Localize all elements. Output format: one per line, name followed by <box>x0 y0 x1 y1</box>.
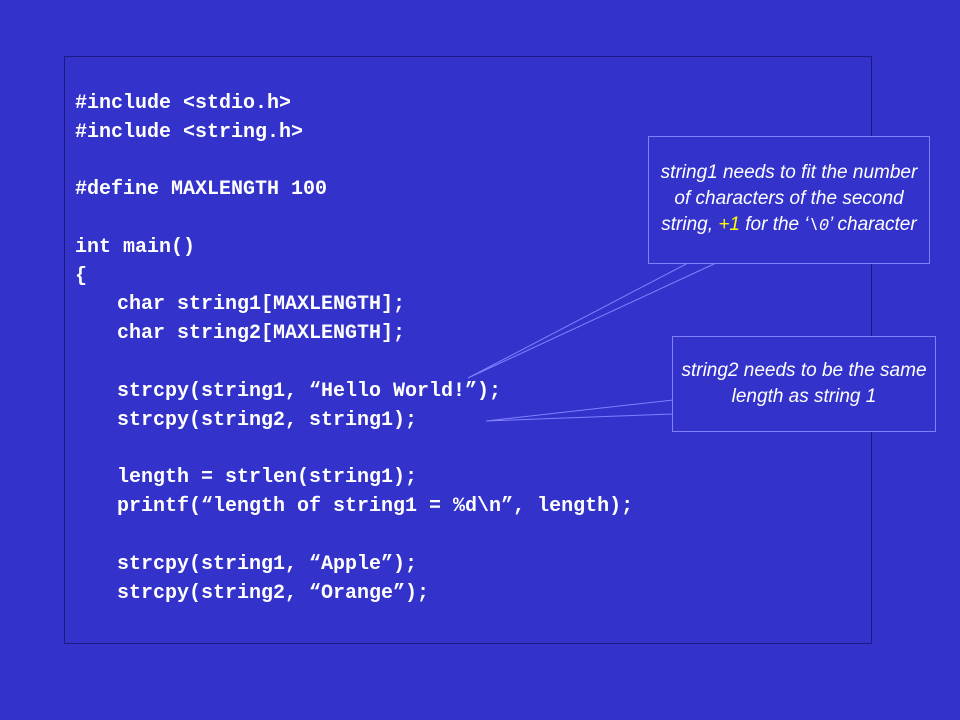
code-line-declare-string1: char string1[MAXLENGTH]; <box>117 293 406 316</box>
callout-2-pointer <box>485 399 674 422</box>
code-line-strlen: length = strlen(string1); <box>117 466 418 489</box>
callout-1-text-after: ’ character <box>829 214 917 235</box>
callout-1-escape: \0 <box>808 217 830 236</box>
code-line-strcpy-string2: strcpy(string2, string1); <box>117 409 418 432</box>
code-line-main: int main() <box>75 236 196 259</box>
callout-1-text-before: string1 needs to fit the number of chara… <box>660 162 918 235</box>
code-line-strcpy-orange: strcpy(string2, “Orange”); <box>117 582 430 605</box>
code-line-open-brace: { <box>75 265 88 288</box>
callout-string2-size: string2 needs to be the same length as s… <box>672 336 936 432</box>
callout-1-highlight: +1 <box>718 214 740 235</box>
code-line-strcpy-hello: strcpy(string1, “Hello World!”); <box>117 380 502 403</box>
code-line-include-stdio: #include <stdio.h> <box>75 92 292 115</box>
callout-2-text: string2 needs to be the same length as s… <box>681 360 927 407</box>
code-line-declare-string2: char string2[MAXLENGTH]; <box>117 322 406 345</box>
code-line-define: #define MAXLENGTH 100 <box>75 178 328 201</box>
code-line-printf: printf(“length of string1 = %d\n”, lengt… <box>117 495 634 518</box>
callout-string1-size: string1 needs to fit the number of chara… <box>648 136 930 264</box>
code-line-strcpy-apple: strcpy(string1, “Apple”); <box>117 553 418 576</box>
callout-1-text: string1 needs to fit the number of chara… <box>655 160 923 240</box>
code-line-include-string: #include <string.h> <box>75 121 304 144</box>
callout-1-text-middle: for the ‘ <box>739 214 809 235</box>
